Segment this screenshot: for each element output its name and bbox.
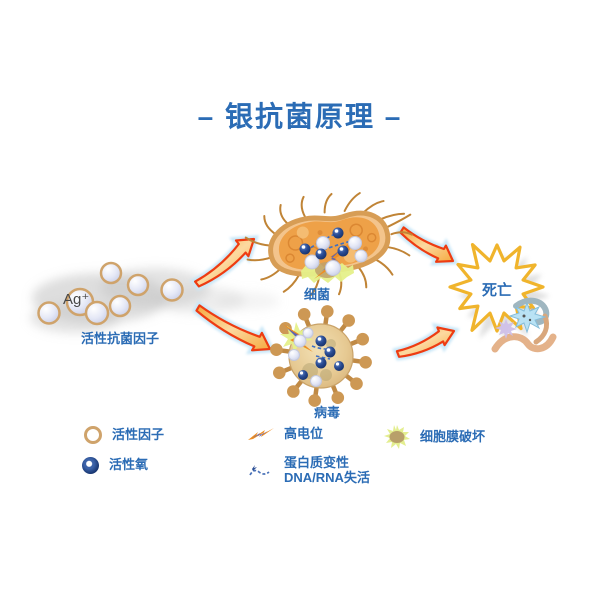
legend-item-protein-denaturation: 蛋白质变性 DNA/RNA失活 [248,455,370,486]
high-potential-icon [248,428,274,440]
broken-dna-fragment [491,297,557,353]
dna-damage-burst-lavender [495,319,517,339]
death-caption: 死亡 [481,282,512,299]
virus-active-factors [288,327,322,387]
bacteria-caption: 细菌 [303,287,330,302]
bacterium-cytoplasm-texture [285,223,377,263]
bacterium-active-oxygen [299,227,349,260]
legend-item-high-potential: 高电位 [248,426,324,442]
legend-item-active-factor: 活性因子 [84,426,164,444]
bacterium-active-factors [304,236,368,276]
active-factor-icon [84,426,102,444]
legend-item-membrane-destruction: 细胞膜破坏 [384,424,485,450]
legend-item-active-oxygen: 活性氧 [82,457,148,474]
legend-label-line2: DNA/RNA失活 [284,469,370,485]
virus-caption: 病毒 [313,405,340,420]
virus-illustration [270,305,372,407]
legend-label: 活性因子 [112,426,165,442]
active-oxygen-icon [82,457,99,474]
cloud-caption: 活性抗菌因子 [80,331,159,346]
silver-ion-spheres [37,261,184,326]
protein-denaturation-icon [249,464,270,476]
legend-label: 活性氧 [109,457,149,473]
death-starburst [448,243,550,340]
silver-ion-label: Ag⁺ [63,291,90,308]
virus-spike-knobs [270,305,372,407]
arrow-bacteria-to-death [395,222,459,266]
dna-damage-burst-blue [508,301,547,334]
membrane-destruction-icon [384,425,410,449]
bacterium-flagella [244,192,413,297]
bacterium-illustration [244,192,413,297]
virus-active-oxygen [298,335,344,380]
legend-label: 蛋白质变性 [284,455,350,470]
arrow-cloud-to-bacteria [189,235,259,291]
page-title: – 银抗菌原理 – [197,101,403,132]
legend-label: 细胞膜破坏 [420,428,486,444]
arrow-cloud-to-virus [192,300,276,355]
arrow-virus-to-death [392,322,460,361]
legend-label: 高电位 [284,426,324,442]
